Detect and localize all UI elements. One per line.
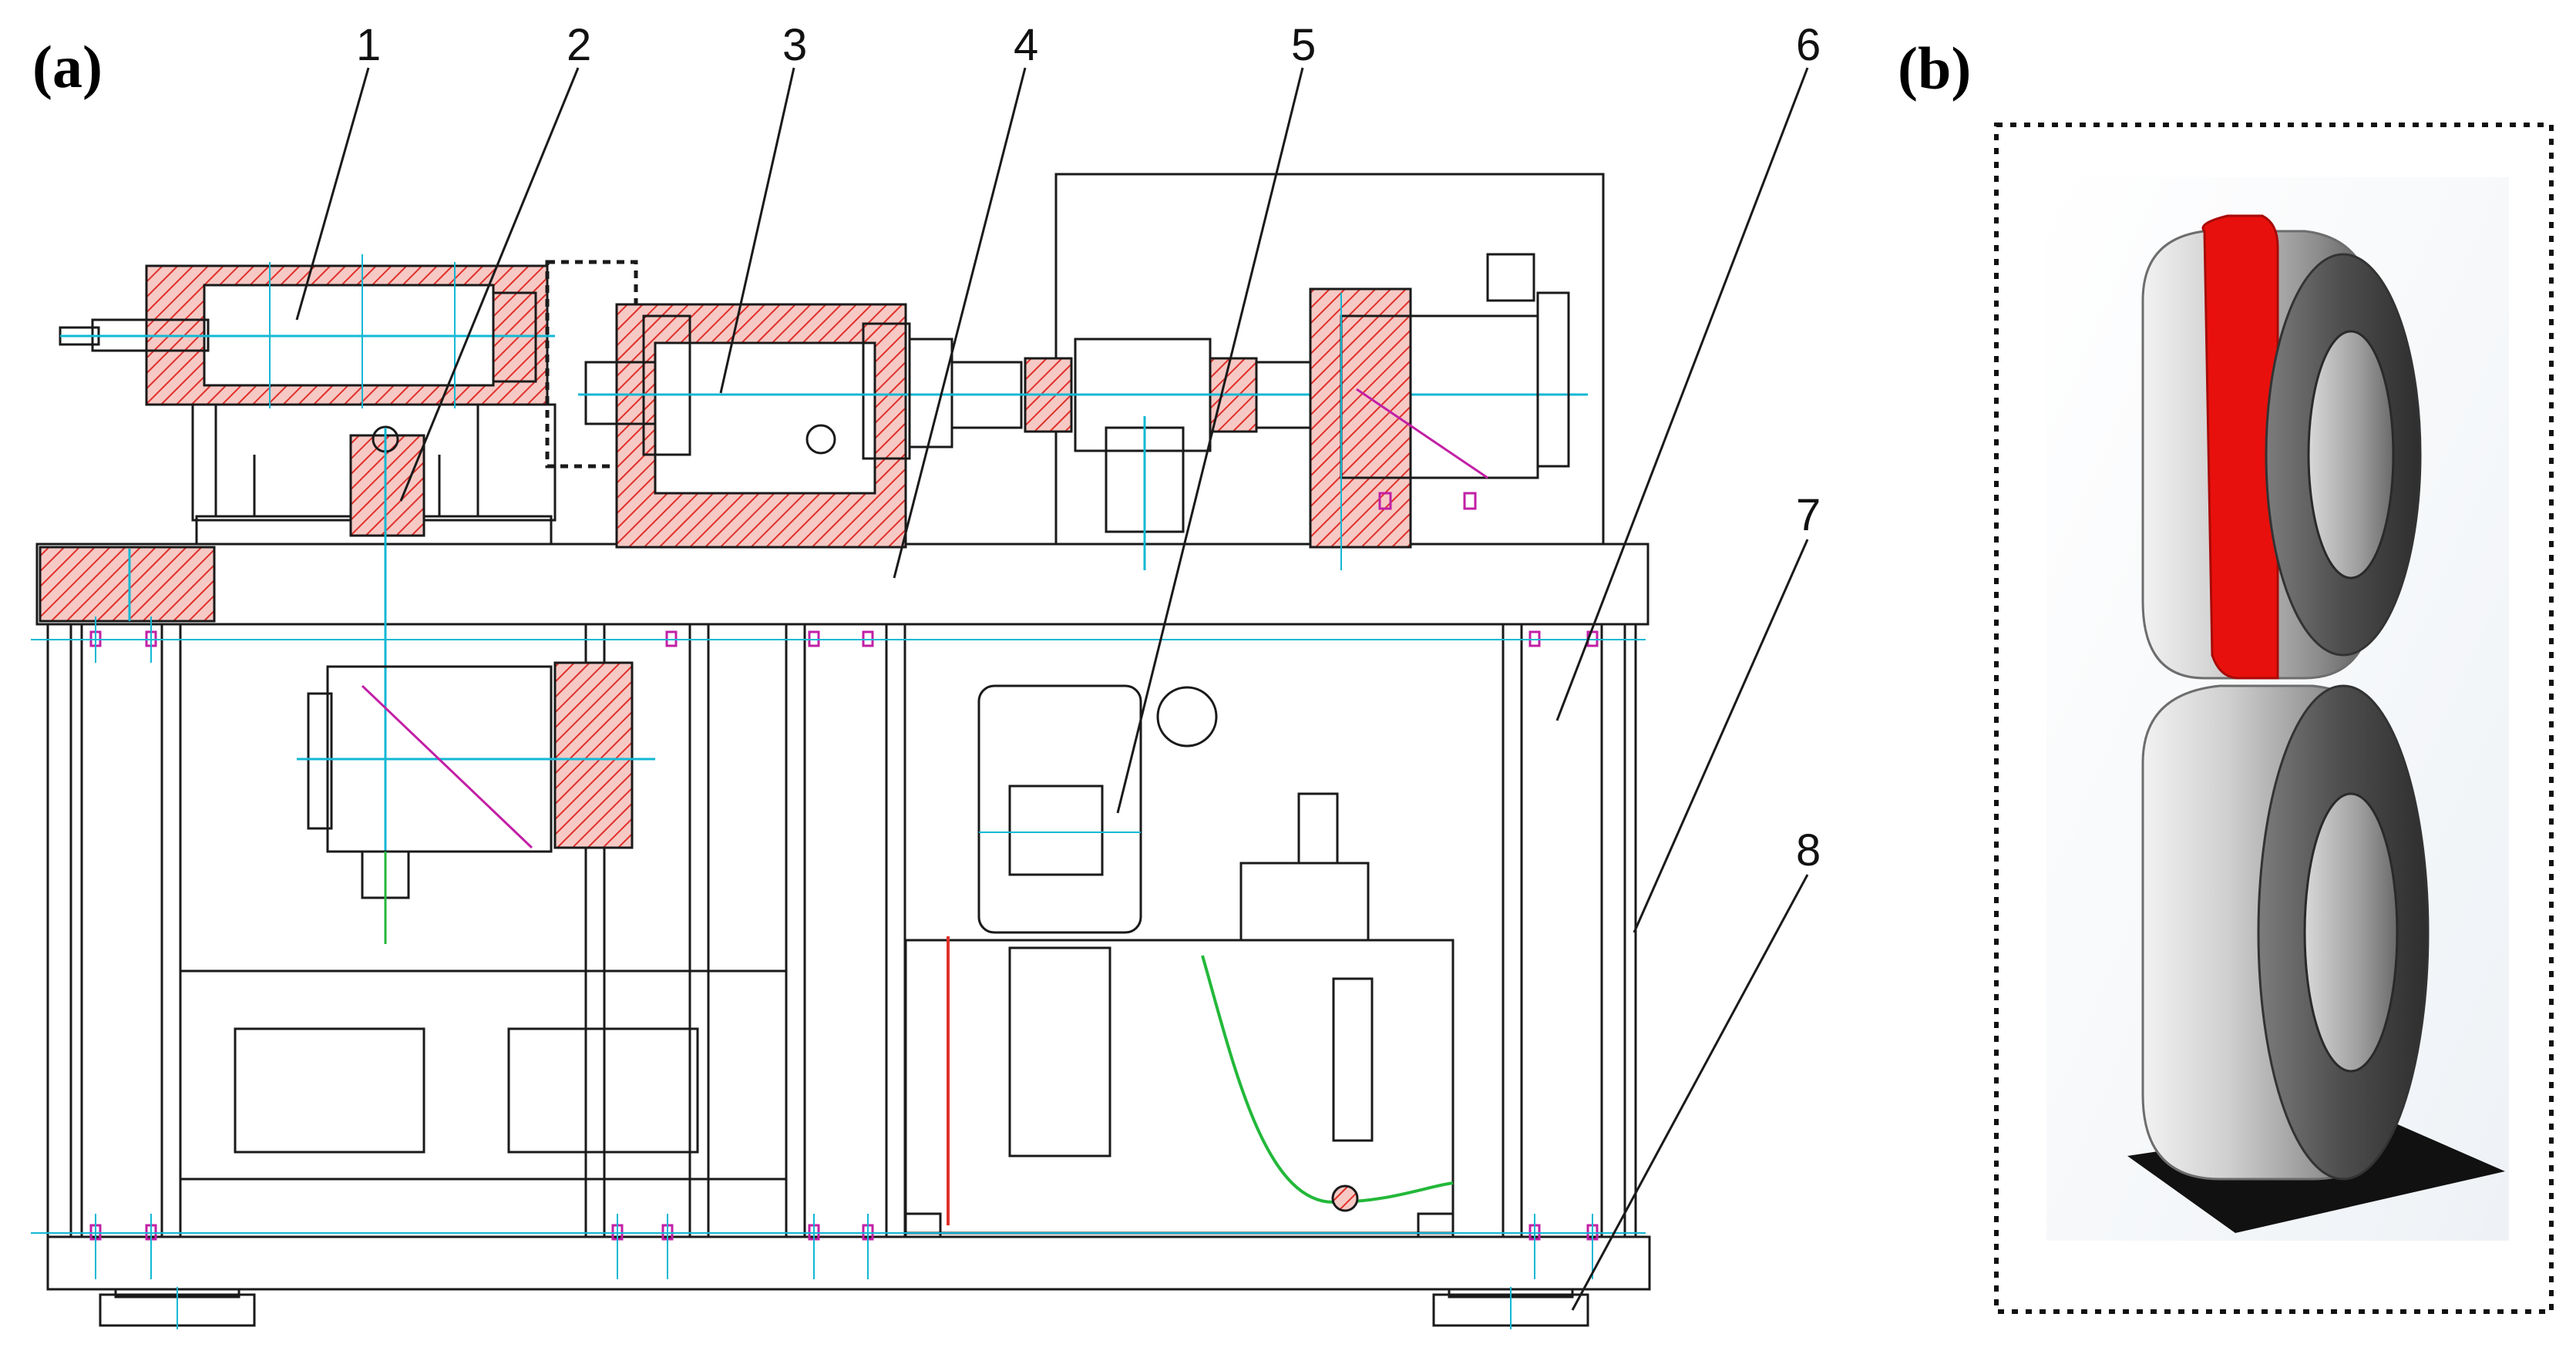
centerlines — [31, 617, 1646, 1329]
callout-leaders — [295, 67, 1809, 1311]
panel-b-label: (b) — [1898, 35, 1972, 102]
callout-8: 8 — [1796, 825, 1821, 875]
spindle-housing — [578, 303, 953, 549]
leader-3 — [719, 67, 795, 394]
leader-2 — [399, 67, 580, 502]
leader-5 — [1116, 67, 1304, 814]
cylinder-assembly — [59, 254, 557, 546]
lower-ring — [2141, 684, 2430, 1181]
cabinet-window-left — [234, 1027, 425, 1154]
upper-ring — [2141, 214, 2422, 680]
hydraulic-station — [904, 684, 1454, 1238]
support-bracket — [349, 425, 425, 886]
detail-box — [545, 260, 638, 469]
frame-column-right — [1600, 623, 1626, 1238]
callout-4: 4 — [1014, 20, 1039, 70]
upper-base-plate — [35, 543, 1650, 626]
callout-1: 1 — [356, 20, 382, 70]
panel-a-label: (a) — [32, 33, 103, 100]
frame-column-6 — [885, 623, 906, 1238]
lower-base-plate — [46, 1235, 1651, 1291]
cabinet-window-right — [507, 1027, 699, 1154]
frame-column-5 — [785, 623, 806, 1238]
callout-3: 3 — [782, 20, 808, 70]
callout-6: 6 — [1796, 20, 1821, 70]
red-contact-band — [2201, 214, 2279, 680]
panel-b-render — [1994, 123, 2554, 1314]
leader-8 — [1571, 874, 1809, 1311]
leader-1 — [295, 67, 370, 321]
left-hatched-block — [39, 546, 216, 623]
leader-7 — [1633, 539, 1809, 933]
frame-column-2 — [160, 623, 182, 1238]
frame-column-left — [46, 623, 72, 1238]
leader-6 — [1555, 67, 1809, 721]
callout-5: 5 — [1291, 20, 1317, 70]
callout-2: 2 — [567, 20, 592, 70]
panel-b-frame — [1994, 123, 2554, 1314]
hydraulic-motor — [977, 684, 1142, 934]
servo-motor-lower — [297, 661, 655, 944]
pump — [1008, 946, 1111, 1157]
leader-4 — [893, 67, 1027, 579]
panel-a-drawing — [31, 67, 1809, 1329]
servo-motor-right — [1309, 253, 1570, 570]
frame-column-3 — [584, 623, 606, 1238]
coupling-train — [917, 338, 1588, 570]
frame-column-7 — [1502, 623, 1523, 1238]
callout-7: 7 — [1796, 490, 1821, 540]
control-cabinet — [179, 969, 788, 1181]
oil-level-gauge — [1332, 977, 1374, 1142]
frame-column-4 — [688, 623, 710, 1238]
pressure-gauge — [1156, 686, 1218, 748]
